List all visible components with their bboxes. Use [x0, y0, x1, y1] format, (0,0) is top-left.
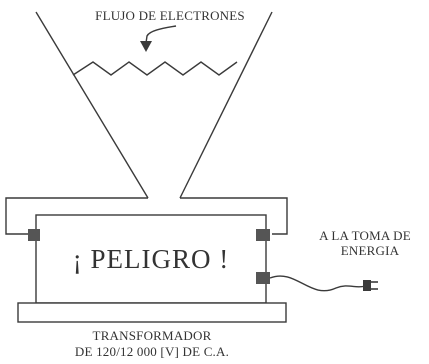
transformer-caption-line2: DE 120/12 000 [V] DE C.A.: [75, 344, 229, 359]
right-terminal-top: [256, 229, 270, 241]
plug-icon: [363, 280, 378, 291]
funnel-left-side: [35, 11, 149, 199]
electron-flow-label: FLUJO DE ELECTRONES: [95, 8, 245, 23]
left-wire: [5, 197, 148, 235]
power-cord: [269, 275, 366, 292]
right-terminal-bottom: [256, 272, 270, 284]
transformer-caption-line1: TRANSFORMADOR: [93, 328, 212, 343]
right-wire: [180, 197, 288, 235]
left-terminal: [28, 229, 40, 241]
flow-pointer-curve: [145, 25, 177, 44]
outlet-label-line2: ENERGIA: [341, 243, 400, 258]
transformer-base: [17, 302, 287, 323]
flow-pointer-arrowhead: [140, 41, 152, 52]
electron-arc-zigzag: [72, 61, 238, 76]
funnel-right-side: [179, 11, 273, 199]
danger-label: ¡ PELIGRO !: [73, 244, 229, 274]
transformer-body: [35, 214, 267, 304]
outlet-label-line1: A LA TOMA DE: [319, 228, 411, 243]
